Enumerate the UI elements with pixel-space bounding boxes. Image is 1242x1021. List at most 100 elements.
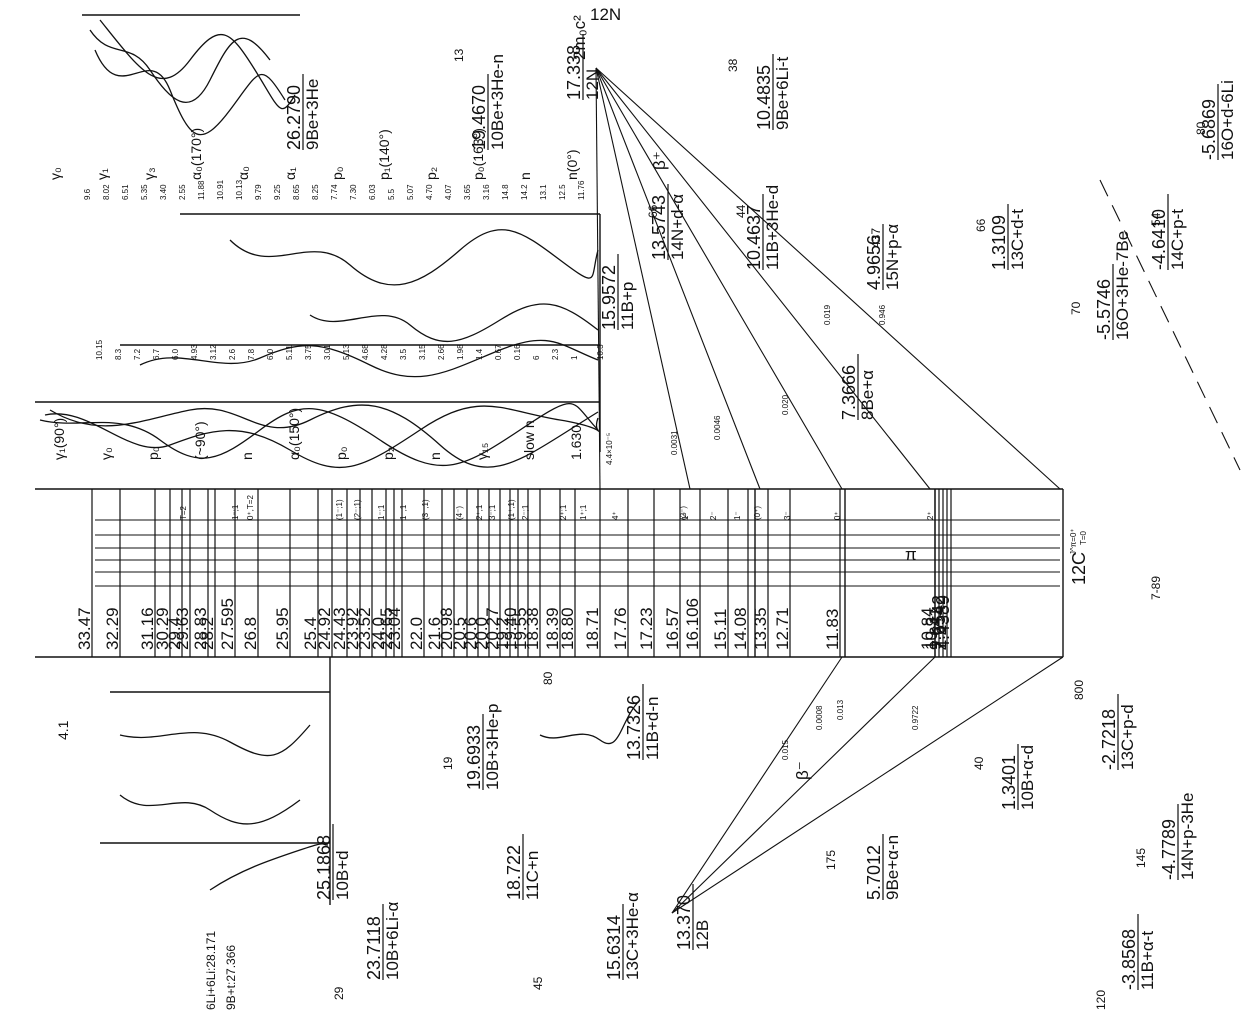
threshold-label: 15N+p-α bbox=[883, 224, 902, 290]
curve-label: n bbox=[239, 452, 255, 460]
threshold-19: 15.631413C+3He-α bbox=[604, 892, 642, 980]
branching-ratio: 0.9722 bbox=[911, 705, 920, 730]
tick-value: 14.2 bbox=[520, 184, 529, 200]
spin-label: 1⁻;1 bbox=[377, 504, 386, 520]
ground-t: T=0 bbox=[1079, 530, 1088, 545]
tick-value: 2.6 bbox=[228, 348, 237, 360]
threshold-label: 12B bbox=[693, 920, 712, 950]
curve-label: α₀(170°) bbox=[188, 128, 204, 180]
tick-value: 5.35 bbox=[140, 184, 149, 200]
reaction-mark: 29 bbox=[332, 986, 346, 1000]
branching-ratio: 0.020 bbox=[781, 394, 790, 415]
spin-label: 1⁺;1 bbox=[579, 504, 588, 520]
energy-level-label: 18.38 bbox=[523, 607, 542, 650]
curve-label: p₀ bbox=[329, 166, 345, 180]
threshold-label: 13C+3He-α bbox=[623, 892, 642, 980]
reaction-mark: 45 bbox=[531, 976, 545, 990]
tick-value: 9.79 bbox=[254, 184, 263, 200]
threshold-13: 7.36668Be+α bbox=[839, 354, 877, 420]
tick-value: 4.68 bbox=[361, 344, 370, 360]
curve-label: p₀ bbox=[145, 446, 161, 460]
curve-label: γ₁ bbox=[94, 168, 110, 180]
tick-value: 6.7 bbox=[152, 348, 161, 360]
threshold-energy: 13.370 bbox=[674, 895, 694, 950]
threshold-label: 9Be+3He bbox=[303, 79, 322, 150]
reaction-mark: 800 bbox=[1072, 680, 1086, 700]
tick-value: 3.40 bbox=[159, 184, 168, 200]
threshold-energy: -3.8568 bbox=[1119, 929, 1139, 990]
spin-label: 1⁻;1 bbox=[231, 504, 240, 520]
threshold-16: 19.693310B+3He-p bbox=[464, 704, 502, 790]
energy-level-label: 16.106 bbox=[683, 598, 702, 650]
threshold-12: -5.686916O+d-6Li bbox=[1199, 80, 1237, 160]
spin-label: 3⁻ bbox=[783, 511, 792, 520]
curve-label: (~90°) bbox=[192, 421, 208, 460]
threshold-label: 11B+p bbox=[618, 282, 637, 330]
threshold-energy: 1.3109 bbox=[989, 215, 1009, 270]
threshold-energy: 13.7326 bbox=[624, 695, 644, 760]
branching-ratio: 0.946 bbox=[878, 304, 887, 325]
threshold-energy: 15.9572 bbox=[599, 265, 619, 330]
tick-value: 3.01 bbox=[323, 344, 332, 360]
threshold-energy: 23.7118 bbox=[364, 916, 384, 980]
energy-level-label: 16.57 bbox=[663, 607, 682, 650]
tick-value: 11.76 bbox=[577, 180, 586, 200]
tick-value: 10.91 bbox=[216, 179, 225, 200]
tick-value: 7.74 bbox=[330, 184, 339, 200]
nucleus-label: 12C bbox=[1069, 552, 1089, 585]
threshold-energy: 7.3666 bbox=[839, 365, 859, 420]
threshold-5: 15.957211B+p bbox=[599, 254, 637, 330]
threshold-label: 8Be+α bbox=[858, 370, 877, 420]
reaction-mark: 66 bbox=[974, 218, 988, 232]
tick-value: 5.11 bbox=[285, 344, 294, 360]
spin-label: (4⁻) bbox=[455, 506, 464, 520]
branching-ratio: 0.019 bbox=[823, 304, 832, 325]
reaction-mark: 44 bbox=[734, 204, 748, 218]
branching-ratio: 0.015 bbox=[781, 739, 790, 760]
tick-value: 3.12 bbox=[209, 344, 218, 360]
curve-label: γ₁(90°) bbox=[51, 418, 67, 460]
threshold-energy: -5.5746 bbox=[1094, 279, 1114, 340]
b9-threshold: 9B+t:27.366 bbox=[224, 945, 238, 1010]
curve-label: γ₀ bbox=[47, 167, 63, 180]
threshold-17: 13.732611B+d-n bbox=[624, 684, 662, 760]
threshold-3: 10.48359Be+6Li-t bbox=[754, 54, 792, 130]
energy-level-label: 18.71 bbox=[583, 607, 602, 650]
energy-level-label: 11.83 bbox=[823, 609, 842, 650]
energy-level-label: 26.8 bbox=[241, 617, 260, 650]
energy-level-label: 29.63 bbox=[173, 607, 192, 650]
curve-label: p₁(140°) bbox=[376, 129, 392, 180]
curve-label: γ₃ bbox=[141, 167, 157, 180]
threshold-label: 13C+p-d bbox=[1118, 704, 1137, 770]
branching-ratio: 0.0031 bbox=[670, 430, 679, 455]
reaction-mark: 120 bbox=[1094, 990, 1108, 1010]
threshold-energy: 26.2790 bbox=[284, 85, 304, 150]
tick-value: 1.4 bbox=[475, 348, 484, 360]
spin-label: (1⁺;1) bbox=[507, 499, 516, 520]
reaction-mark: 437 bbox=[869, 228, 883, 248]
tick-value: 6.0 bbox=[171, 348, 180, 360]
threshold-label: 13C+d-t bbox=[1008, 209, 1027, 270]
spin-label: 4⁺ bbox=[611, 511, 620, 520]
threshold-7: 10.463711B+3He-d bbox=[744, 185, 782, 270]
tick-value: 13.1 bbox=[539, 184, 548, 200]
threshold-label: 10B+α-d bbox=[1018, 745, 1037, 810]
threshold-22: 1.340110B+α-d bbox=[999, 744, 1037, 810]
tick-value: 7.30 bbox=[349, 184, 358, 200]
spin-label: 2⁻ bbox=[709, 511, 718, 520]
decay-arrow bbox=[672, 657, 842, 913]
tick-value: 6.0 bbox=[266, 348, 275, 360]
tick-value: 3.65 bbox=[463, 184, 472, 200]
energy-level-label: 28.2 bbox=[198, 617, 217, 650]
tick-value: 8.02 bbox=[102, 184, 111, 200]
threshold-label: 14N+p-3He bbox=[1178, 793, 1197, 880]
threshold-label: 11B+α-t bbox=[1138, 931, 1157, 990]
reaction-mark: 80 bbox=[541, 671, 555, 685]
tick-value: 5.07 bbox=[406, 184, 415, 200]
reaction-mark: 13 bbox=[452, 48, 466, 62]
spin-label: (1⁻;1) bbox=[335, 499, 344, 520]
ground-jpi: J^π=0⁺ bbox=[1069, 528, 1078, 555]
